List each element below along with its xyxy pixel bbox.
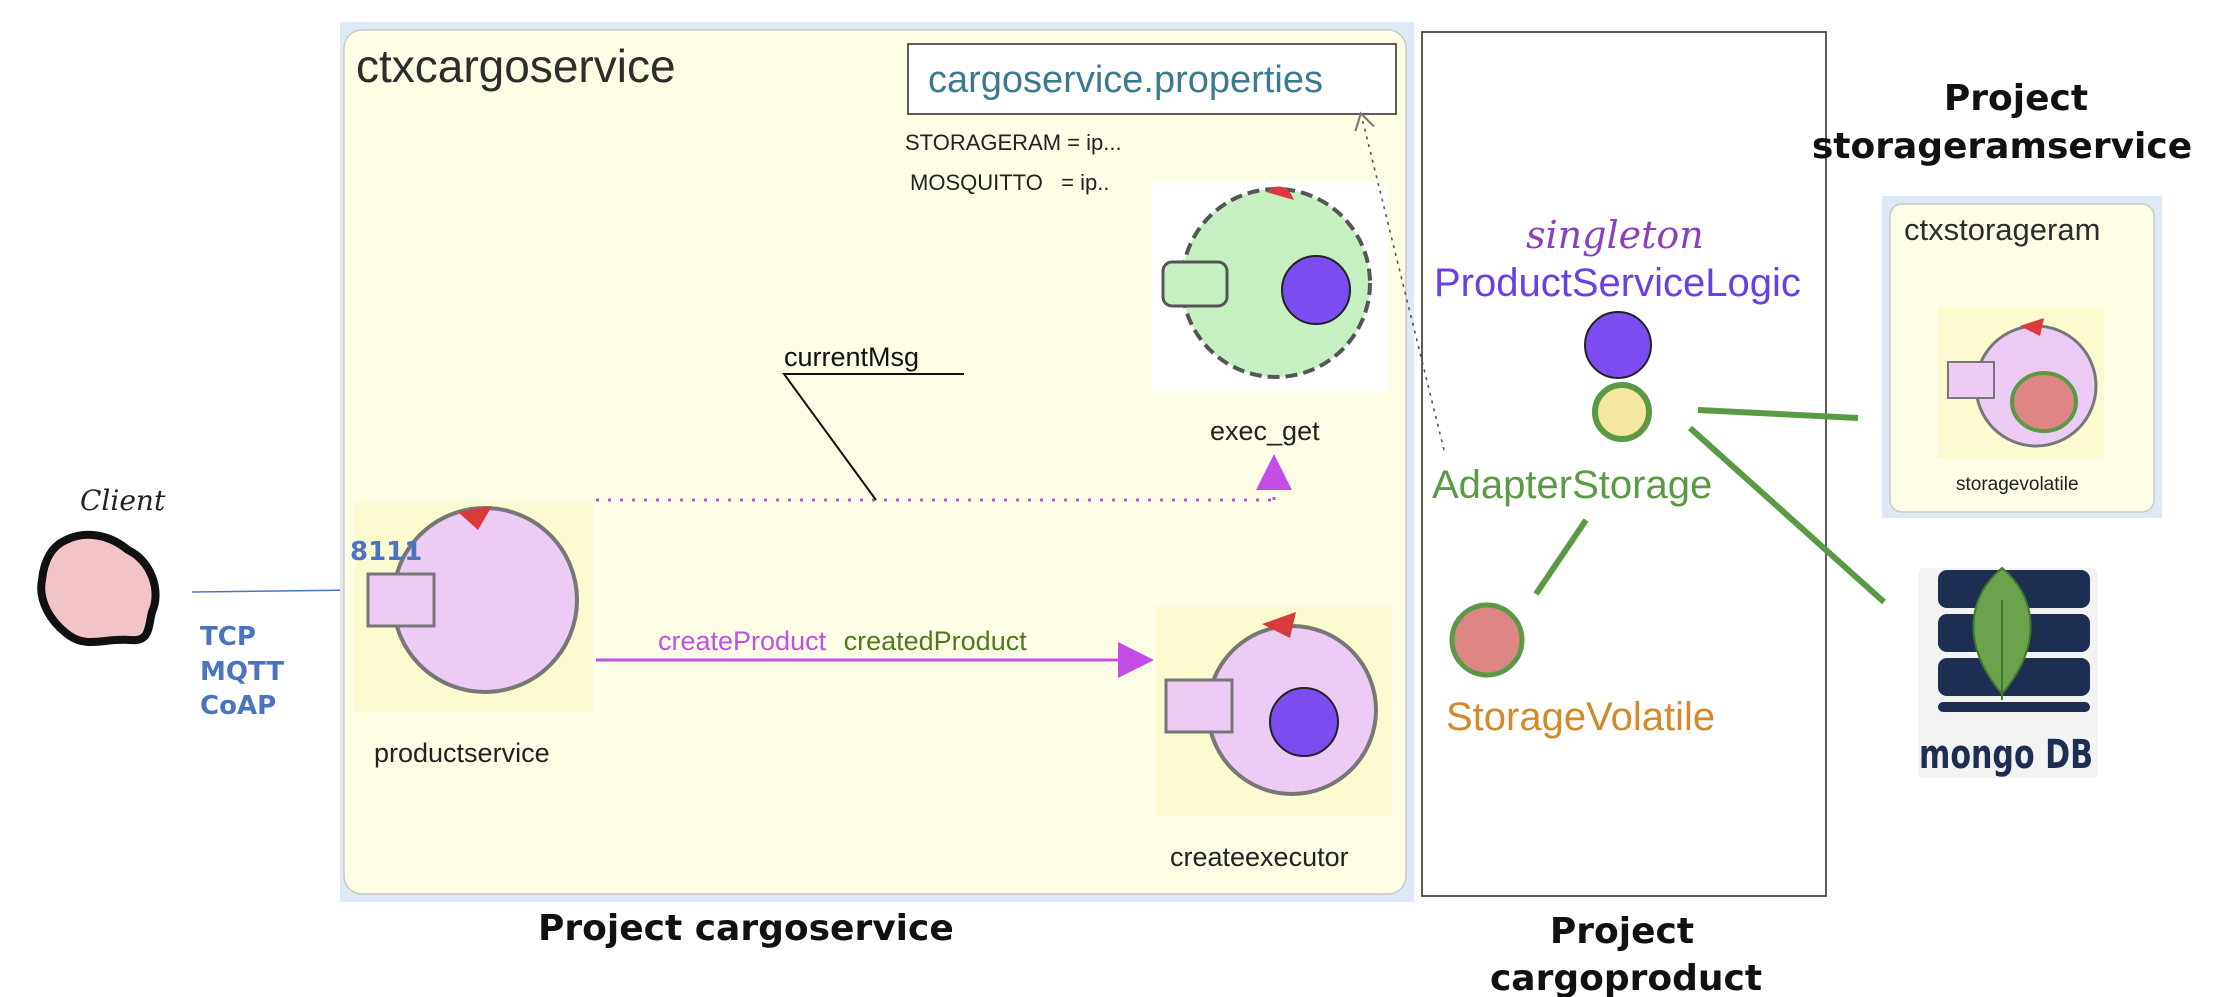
volatile-dot — [2010, 371, 2078, 433]
context-box — [343, 29, 1407, 895]
project-cargoproduct-line1: Project — [1550, 911, 1694, 952]
storagevolatile-label: storagevolatile — [1956, 474, 2079, 495]
mongo-label: mongo DB — [1919, 732, 2093, 778]
protocol-tcp: TCP — [200, 622, 256, 652]
mongodb-logo: mongo DB — [1918, 566, 2098, 778]
current-msg-label: currentMsg — [784, 342, 919, 372]
client-blob — [37, 530, 160, 646]
actor-port — [1161, 260, 1229, 308]
adapter-circle — [1592, 382, 1652, 442]
client-group: Client TCP MQTT CoAP — [37, 484, 360, 721]
created-product-label: createdProduct — [844, 626, 1028, 656]
cargoproduct-box — [1421, 31, 1827, 897]
exec-get-label: exec_get — [1210, 416, 1320, 446]
adapter-properties-dependency — [1362, 118, 1445, 451]
protocol-mqtt: MQTT — [200, 657, 284, 687]
actor-port — [1164, 678, 1234, 734]
adapter-to-volatile-line — [1533, 518, 1589, 596]
createexecutor-actor[interactable] — [1156, 606, 1392, 816]
volatile-label: StorageVolatile — [1446, 695, 1715, 739]
project-cargoproduct-line2: cargoproduct — [1490, 958, 1762, 997]
context-title: ctxcargoservice — [356, 40, 676, 92]
client-to-productservice-arrow — [191, 590, 360, 592]
project-cargoservice-label: Project cargoservice — [538, 908, 954, 949]
context-title: ctxstorageram — [1904, 212, 2100, 247]
ctxcargoservice-context: ctxcargoservice cargoservice.properties … — [340, 22, 1414, 902]
project-storageram-line1: Project — [1944, 78, 2088, 119]
cargoproduct-project: singleton ProductServiceLogic AdapterSto… — [1421, 31, 1827, 897]
adapter-to-mongo-line — [1687, 425, 1887, 605]
actor-marker-icon — [458, 506, 492, 530]
current-msg-callout — [782, 373, 964, 501]
logic-circle — [1584, 311, 1652, 379]
create-product-label: createProduct — [658, 626, 827, 656]
exec-get-actor[interactable] — [1152, 182, 1388, 392]
productservice-label: productservice — [374, 738, 550, 768]
adapter-label: AdapterStorage — [1432, 463, 1712, 507]
storagevolatile-actor[interactable] — [1938, 308, 2104, 458]
ctxstorageram-context: ctxstorageram storagevolatile — [1882, 196, 2162, 518]
actor-marker-icon — [2020, 318, 2044, 336]
client-label: Client — [80, 484, 166, 517]
create-message-labels: createProduct createdProduct — [658, 626, 1027, 656]
actor-marker-icon — [1262, 612, 1296, 638]
createexecutor-label: createexecutor — [1170, 842, 1349, 872]
property-storageram: STORAGERAM = ip... — [905, 130, 1122, 155]
logic-label: ProductServiceLogic — [1434, 261, 1801, 305]
protocol-coap: CoAP — [200, 691, 276, 721]
singleton-label: singleton — [1526, 213, 1704, 257]
logic-dot — [1269, 687, 1339, 757]
productservice-actor[interactable] — [355, 502, 593, 712]
adapter-to-storageram-line — [1697, 407, 1859, 421]
port-label: 8111 — [350, 537, 422, 567]
actor-port — [366, 572, 436, 628]
properties-title: cargoservice.properties — [928, 59, 1323, 101]
actor-marker-icon — [1266, 186, 1294, 200]
volatile-circle — [1449, 602, 1525, 678]
actor-port — [1947, 361, 1995, 399]
logic-dot — [1281, 255, 1351, 325]
project-storageram-line2: storageramservice — [1812, 126, 2192, 167]
property-mosquitto: MOSQUITTO = ip.. — [910, 170, 1109, 195]
properties-box — [907, 43, 1397, 115]
